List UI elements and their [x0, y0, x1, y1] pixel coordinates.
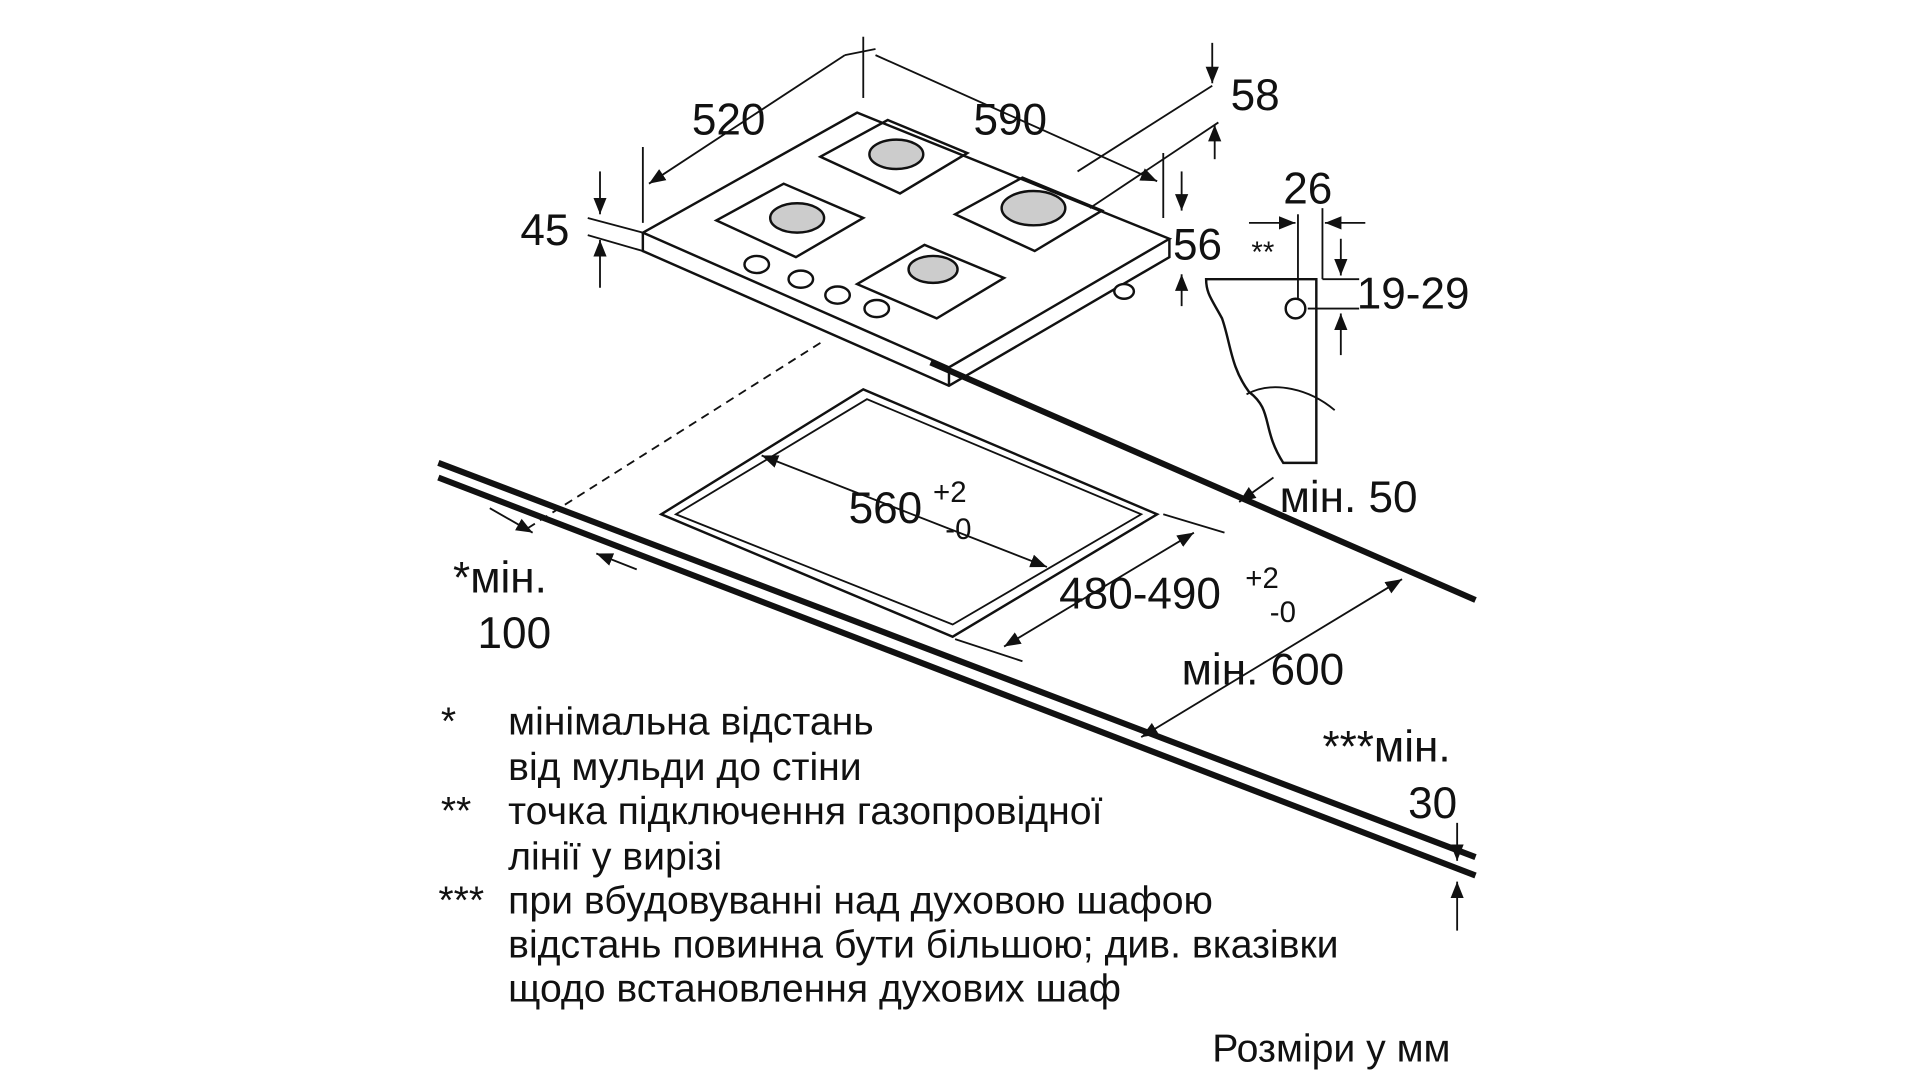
dim-knob-height: 58	[1231, 71, 1280, 120]
burner	[907, 254, 959, 285]
dim-cutout-width-tol-plus: +2	[933, 476, 967, 509]
legend-mark: *	[441, 701, 456, 744]
dim-depth: 520	[692, 96, 766, 145]
units-note: Розміри у мм	[1212, 1028, 1450, 1071]
legend-text: лінії у вирізі	[508, 835, 722, 878]
gas-connection-detail	[1204, 208, 1366, 465]
dim-cutout-width: 560	[849, 484, 923, 533]
pan-supports	[713, 118, 1105, 320]
control-knobs	[743, 254, 1136, 319]
dimension-lines	[489, 36, 1464, 931]
burner	[1000, 189, 1067, 227]
knob	[863, 298, 891, 319]
burner	[768, 202, 826, 234]
dim-cutout-width-tol-minus: -0	[945, 513, 971, 546]
legend-text: мінімальна відстань	[508, 701, 874, 744]
dim-min-wall-label: *мін.	[453, 554, 547, 603]
burners	[768, 138, 1067, 285]
dim-width: 590	[973, 96, 1047, 145]
gas-connection-point	[1284, 297, 1307, 320]
legend-mark: ***	[438, 879, 484, 922]
hob	[640, 111, 1173, 388]
legend-text: точка підключення газопровідної	[508, 790, 1102, 833]
knob	[824, 285, 852, 305]
dim-min-front-value: 30	[1408, 779, 1457, 828]
knob	[787, 269, 815, 289]
burner	[868, 138, 925, 171]
dim-min-back: мін. 50	[1280, 473, 1418, 522]
gas-marker: **	[1251, 236, 1274, 269]
cutout	[658, 388, 1160, 639]
legend-text: при вбудовуванні над духовою шафою	[508, 879, 1213, 922]
gas-connector	[1113, 282, 1136, 300]
legend: * мінімальна відстань від мульди до стін…	[438, 701, 1338, 1011]
dim-min-wall-value: 100	[478, 609, 552, 658]
dim-cutout-depth: 480-490	[1059, 570, 1221, 619]
legend-text: щодо встановлення духових шаф	[508, 968, 1121, 1011]
dim-gas-height: 19-29	[1357, 270, 1470, 319]
dim-min-front-label: ***мін.	[1322, 723, 1450, 772]
legend-mark: **	[441, 790, 472, 833]
dim-gas-offset: 26	[1283, 164, 1332, 213]
alignment-dashed-line	[526, 342, 821, 530]
legend-text: відстань повинна бути більшою; див. вказ…	[508, 924, 1338, 967]
knob	[743, 254, 771, 275]
dim-cutout-depth-tol-minus: -0	[1270, 596, 1296, 629]
dim-min-depth: мін. 600	[1182, 645, 1344, 694]
dim-cutout-depth-tol-plus: +2	[1245, 562, 1278, 595]
dim-hob-height: 45	[520, 206, 569, 255]
legend-text: від мульди до стіни	[508, 746, 862, 789]
countertop	[437, 359, 1477, 879]
dim-side-offset: 56	[1173, 221, 1222, 270]
